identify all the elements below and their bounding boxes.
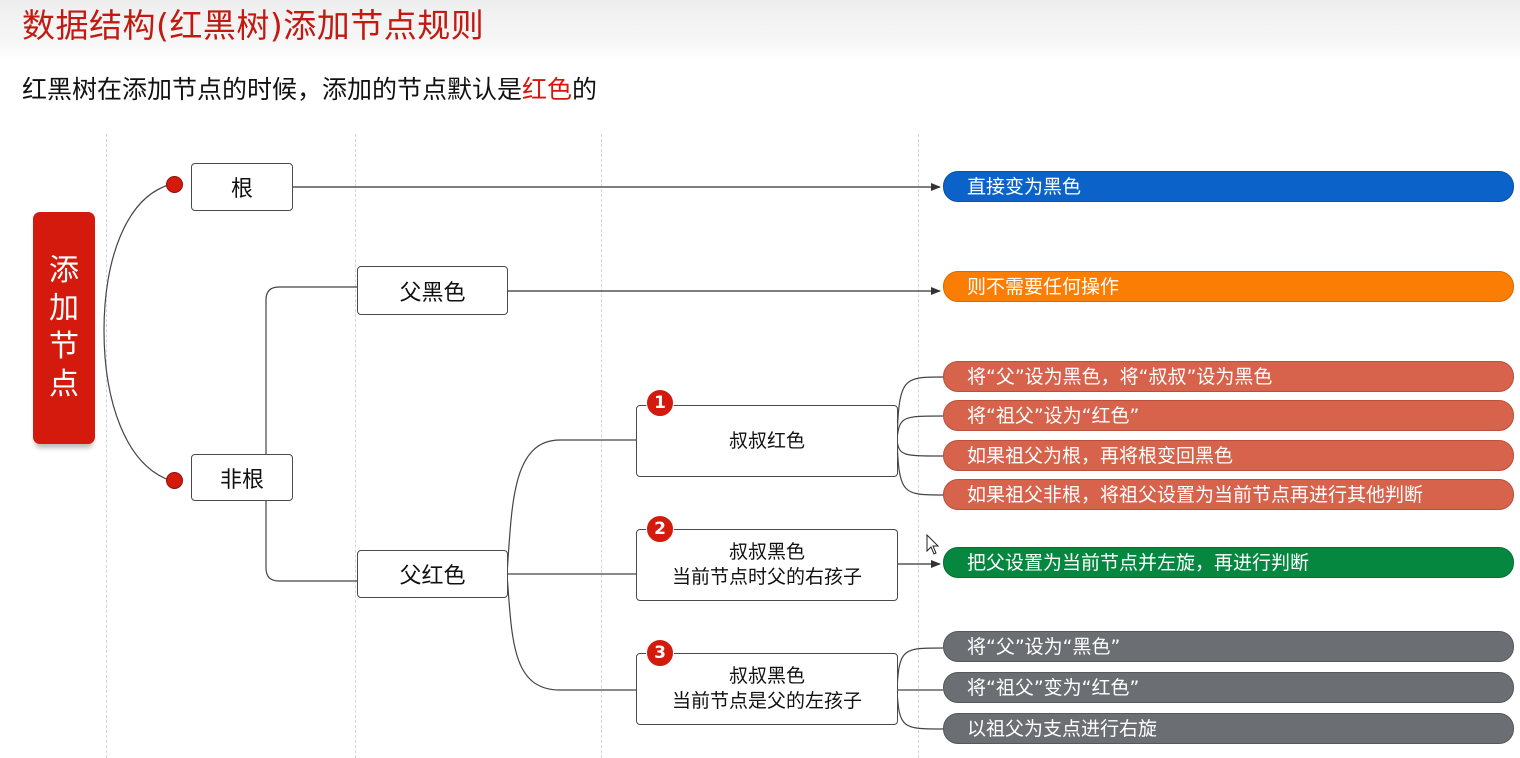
case1-number-badge: 1 bbox=[646, 389, 674, 417]
root-label: 添加节点 bbox=[33, 212, 95, 444]
subtitle-highlight: 红色 bbox=[522, 75, 573, 104]
action-case3-item: 以祖父为支点进行右旋 bbox=[943, 713, 1514, 744]
subtitle-suffix: 的 bbox=[572, 75, 598, 104]
node-case2: 叔叔黑色当前节点时父的右孩子 bbox=[636, 529, 898, 601]
case2-line2: 当前节点时父的右孩子 bbox=[671, 566, 862, 588]
node-case3: 叔叔黑色当前节点是父的左孩子 bbox=[636, 653, 898, 725]
action-case1-item: 将“父”设为黑色，将“叔叔”设为黑色 bbox=[943, 361, 1514, 392]
connector-case1-branch bbox=[896, 376, 944, 441]
action-case1-item: 如果祖父非根，将祖父设置为当前节点再进行其他判断 bbox=[943, 479, 1514, 510]
case2-line1: 叔叔黑色 bbox=[728, 541, 805, 563]
action-case3-item: 将“父”设为“黑色” bbox=[943, 631, 1514, 662]
node-parent-black: 父黑色 bbox=[357, 266, 508, 315]
action-case1-item: 将“祖父”设为“红色” bbox=[943, 400, 1514, 431]
branch-dot bbox=[166, 176, 183, 193]
subtitle: 红黑树在添加节点的时候，添加的节点默认是红色的 bbox=[22, 72, 597, 108]
guide-line bbox=[355, 134, 356, 758]
case3-line2: 当前节点是父的左孩子 bbox=[671, 690, 862, 712]
connector-parent-red-branch bbox=[506, 573, 636, 691]
connector-case1-branch bbox=[896, 439, 944, 457]
branch-dot bbox=[166, 472, 183, 489]
connector-case1-branch bbox=[896, 439, 944, 496]
guide-line bbox=[918, 134, 919, 758]
page-title: 数据结构(红黑树)添加节点规则 bbox=[22, 6, 485, 45]
node-case1: 叔叔红色 bbox=[636, 405, 898, 477]
case1-label: 叔叔红色 bbox=[728, 429, 805, 452]
connector-nonroot-branch bbox=[265, 286, 357, 478]
node-non-root: 非根 bbox=[191, 454, 293, 501]
guide-line bbox=[601, 134, 602, 758]
header-band bbox=[0, 0, 1520, 60]
connector-parent-red-branch bbox=[506, 439, 636, 575]
connector-case1-branch bbox=[896, 415, 944, 441]
action-case1-item: 如果祖父为根，再将根变回黑色 bbox=[943, 440, 1514, 471]
action-parent-black: 则不需要任何操作 bbox=[943, 271, 1514, 302]
node-root: 根 bbox=[191, 163, 293, 211]
guide-line bbox=[106, 134, 107, 758]
connector-root-branch bbox=[103, 183, 173, 482]
subtitle-prefix: 红黑树在添加节点的时候，添加的节点默认是 bbox=[22, 75, 523, 104]
connector-case3-branch bbox=[896, 689, 944, 730]
action-root: 直接变为黑色 bbox=[943, 171, 1514, 202]
action-case2: 把父设置为当前节点并左旋，再进行判断 bbox=[943, 547, 1514, 578]
connector-case3-branch bbox=[896, 647, 944, 691]
case2-number-badge: 2 bbox=[646, 515, 674, 543]
mouse-pointer-icon bbox=[926, 534, 940, 555]
case3-number-badge: 3 bbox=[646, 639, 674, 667]
action-case3-item: 将“祖父”变为“红色” bbox=[943, 672, 1514, 703]
connector-nonroot-branch bbox=[265, 478, 357, 582]
node-parent-red: 父红色 bbox=[357, 550, 508, 598]
case3-line1: 叔叔黑色 bbox=[728, 665, 805, 687]
